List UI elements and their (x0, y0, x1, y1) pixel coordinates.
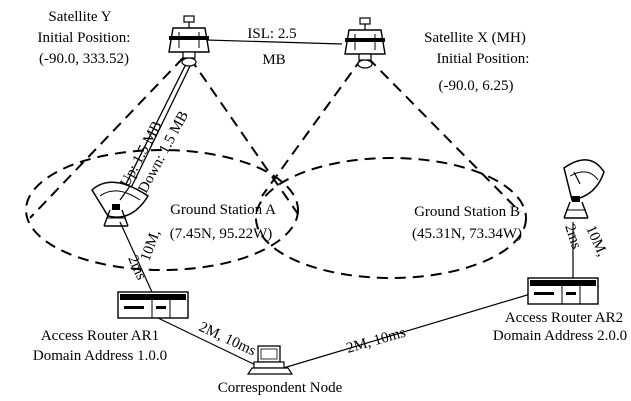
satellite-x-initial-position-label: Initial Position: (437, 51, 530, 67)
access-router-ar1-name: Access Router AR1 (41, 328, 159, 344)
access-router-ar2-name: Access Router AR2 (505, 310, 623, 326)
ground-station-a-coords: (7.45N, 95.22W) (170, 226, 272, 242)
link-gs-b-ar2-delay: 2ms (561, 222, 584, 251)
link-ar1-cn-label: 2M, 10ms (196, 319, 258, 359)
satellite-x-coords: (-90.0, 6.25) (439, 78, 514, 94)
satellite-y-icon (168, 15, 210, 67)
ground-links (119, 221, 574, 373)
access-router-ar1-icon (117, 291, 189, 319)
coverage-area-ground-station-b (255, 157, 527, 279)
satellite-y-name: Satellite Y (48, 9, 111, 25)
correspondent-node-computer-icon (246, 345, 294, 375)
satellite-y-initial-position-label: Initial Position: (38, 30, 131, 46)
coverage-area-ground-station-a (25, 149, 299, 271)
ground-station-a-name: Ground Station A (170, 202, 276, 218)
uplink-downlink-lines (121, 61, 192, 195)
link-gs-b-ar2-bandwidth: 10M, (582, 223, 610, 259)
isl-link-label-line2: MB (262, 52, 285, 68)
isl-link-label-line1: ISL: 2.5 (247, 26, 296, 42)
satellite-y-coords: (-90.0, 333.52) (39, 51, 129, 67)
ground-station-a-dish-icon (91, 181, 150, 227)
link-cn-ar2-label: 2M, 10ms (345, 325, 408, 357)
access-router-ar1-domain: Domain Address 1.0.0 (33, 348, 167, 364)
isl-link (205, 39, 343, 45)
satellite-x-icon (344, 17, 386, 69)
correspondent-node-name: Correspondent Node (218, 380, 343, 396)
access-router-ar2-icon (527, 277, 599, 305)
access-router-ar2-domain: Domain Address 2.0.0 (493, 328, 627, 344)
ground-station-b-coords: (45.31N, 73.34W) (412, 226, 522, 242)
ground-station-b-dish-icon (563, 159, 605, 219)
satellite-x-name: Satellite X (MH) (424, 30, 526, 46)
ground-station-b-name: Ground Station B (414, 204, 520, 220)
satellite-footprint-lines (29, 57, 521, 219)
